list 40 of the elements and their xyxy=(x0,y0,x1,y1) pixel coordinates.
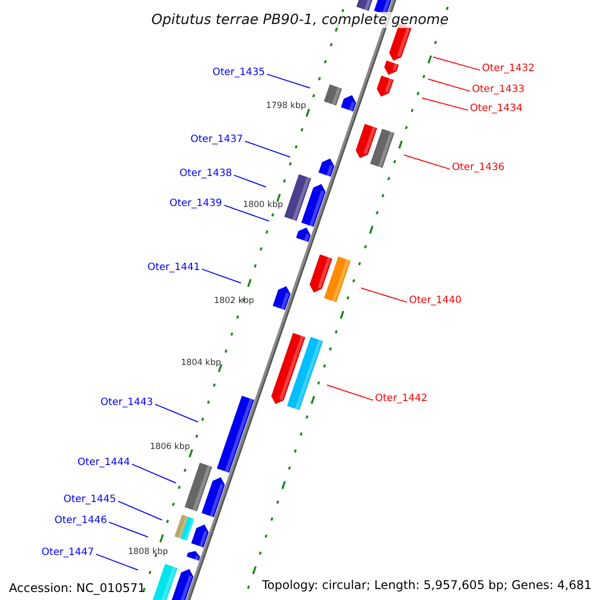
leader-line xyxy=(428,78,470,92)
gene-label: Oter_1439 xyxy=(169,198,222,210)
leader-line xyxy=(266,74,310,88)
gene-label: Oter_1434 xyxy=(470,103,523,115)
gene-label: Oter_1432 xyxy=(482,63,535,75)
gene-label: Oter_1441 xyxy=(147,262,200,274)
gene-label: Oter_1446 xyxy=(54,515,107,527)
leader-line xyxy=(244,140,290,158)
leader-line xyxy=(404,154,450,170)
leader-line xyxy=(118,500,162,520)
gene-label: Oter_1435 xyxy=(212,67,265,79)
gene-label: Oter_1442 xyxy=(375,393,428,405)
gene-label: Oter_1445 xyxy=(63,494,116,506)
gene-label: Oter_1447 xyxy=(41,547,94,559)
gene-label: Oter_1437 xyxy=(190,134,243,146)
leader-line xyxy=(202,268,242,284)
leader-line xyxy=(326,384,374,401)
scale-label: 1804 kbp xyxy=(180,358,221,368)
accession-text: Accession: NC_010571 xyxy=(9,581,146,595)
leader-line xyxy=(154,404,198,422)
scale-label: 1808 kbp xyxy=(128,547,168,557)
leader-line xyxy=(234,174,266,188)
scale-label: 1800 kbp xyxy=(242,200,283,210)
gene-label: Oter_1433 xyxy=(472,84,525,96)
leader-line xyxy=(422,98,468,111)
leader-line xyxy=(108,522,148,538)
gene-label: Oter_1440 xyxy=(409,295,462,307)
leader-line xyxy=(432,56,480,71)
leader-line xyxy=(132,464,176,484)
gene-label: Oter_1436 xyxy=(452,162,505,174)
gene-label: Oter_1443 xyxy=(100,397,153,409)
leader-line xyxy=(96,554,138,570)
leader-line xyxy=(224,204,270,222)
scale-label: 1806 kbp xyxy=(150,442,190,452)
genome-info-text: Topology: circular; Length: 5,957,605 bp; Genes: 4,681 xyxy=(262,578,592,592)
gene-label: Oter_1438 xyxy=(179,168,232,180)
gene-label: Oter_1444 xyxy=(77,457,130,469)
leader-line xyxy=(360,288,408,303)
scale-label: 1798 kbp xyxy=(266,101,306,111)
scale-label: 1802 kbp xyxy=(214,296,254,306)
